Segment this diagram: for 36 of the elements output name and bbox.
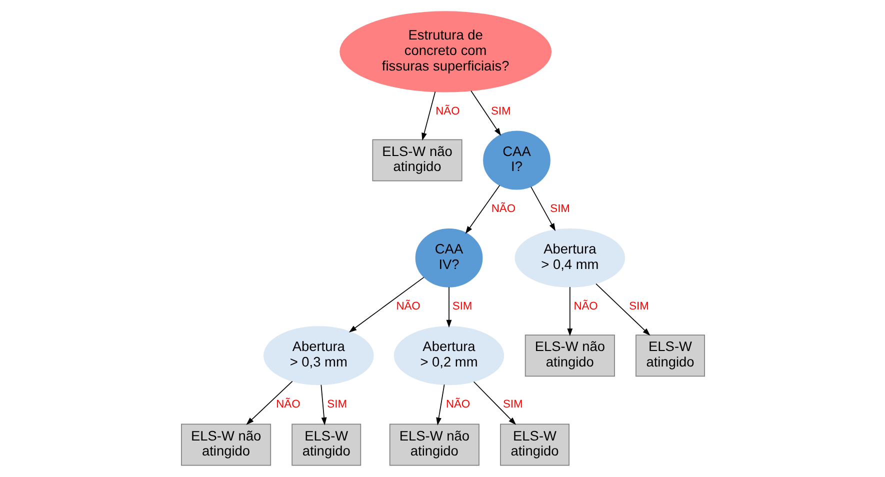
- edge-label: NÃO: [435, 105, 460, 118]
- arrow: [436, 384, 444, 426]
- node-box: ELS-W não atingido: [372, 139, 462, 182]
- arrow: [530, 186, 556, 232]
- edge-label: NÃO: [445, 398, 470, 410]
- edge-label: SIM: [490, 105, 510, 118]
- node-box: ELS-W atingido: [635, 334, 704, 377]
- edge-label: SIM: [550, 203, 570, 216]
- edge-label: SIM: [326, 398, 346, 410]
- node-box: ELS-W atingido: [291, 424, 361, 466]
- arrow: [566, 286, 572, 336]
- edge-label: SIM: [502, 398, 522, 410]
- node-box: ELS-W não atingido: [388, 424, 479, 466]
- node-box: ELS-W atingido: [500, 424, 569, 466]
- edge-label: NÃO: [396, 300, 420, 313]
- node-box: ELS-W não atingido: [180, 424, 271, 466]
- edge-label: SIM: [628, 300, 648, 313]
- node-ellipse: Abertura > 0,4 mm: [514, 228, 625, 288]
- node-ellipse: Estrutura de concreto com fissuras superficiais?: [339, 11, 552, 92]
- node-ellipse: Abertura > 0,2 mm: [393, 326, 504, 386]
- edge-label: NÃO: [573, 300, 598, 313]
- arrow: [446, 286, 452, 328]
- arrow: [421, 91, 436, 141]
- arrow: [348, 276, 424, 332]
- node-ellipse: CAA IV?: [414, 228, 482, 288]
- arrow: [320, 384, 326, 426]
- arrow: [470, 90, 501, 136]
- edge-label: NÃO: [490, 203, 516, 216]
- node-box: ELS-W não atingido: [524, 334, 614, 377]
- node-ellipse: CAA I?: [482, 130, 550, 190]
- edge-label: SIM: [452, 300, 472, 313]
- arrow: [464, 184, 500, 234]
- arrow: [595, 283, 650, 336]
- arrow: [472, 381, 516, 425]
- edge-label: NÃO: [276, 398, 300, 410]
- arrow: [246, 380, 292, 425]
